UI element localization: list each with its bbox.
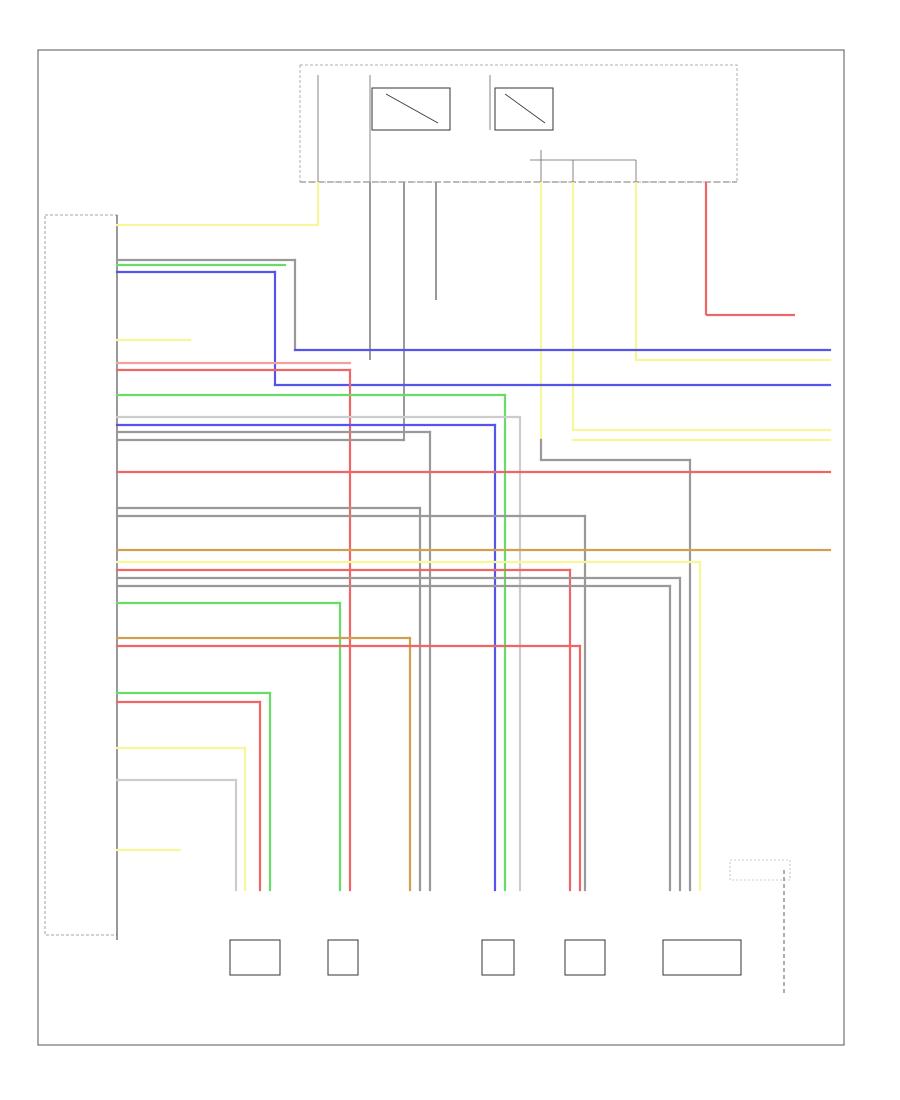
bottom-components bbox=[229, 859, 791, 995]
component-4 bbox=[564, 939, 606, 976]
top-feeds bbox=[316, 182, 795, 440]
wire-runs bbox=[115, 223, 832, 892]
component-3 bbox=[481, 939, 515, 976]
relay-2 bbox=[494, 87, 554, 131]
diagram-border bbox=[37, 49, 845, 1046]
power-source-box bbox=[299, 64, 738, 183]
component-1 bbox=[229, 939, 281, 976]
left-module-connector bbox=[44, 214, 118, 940]
relay-1 bbox=[371, 87, 451, 131]
component-5 bbox=[662, 939, 742, 976]
component-2 bbox=[327, 939, 359, 976]
